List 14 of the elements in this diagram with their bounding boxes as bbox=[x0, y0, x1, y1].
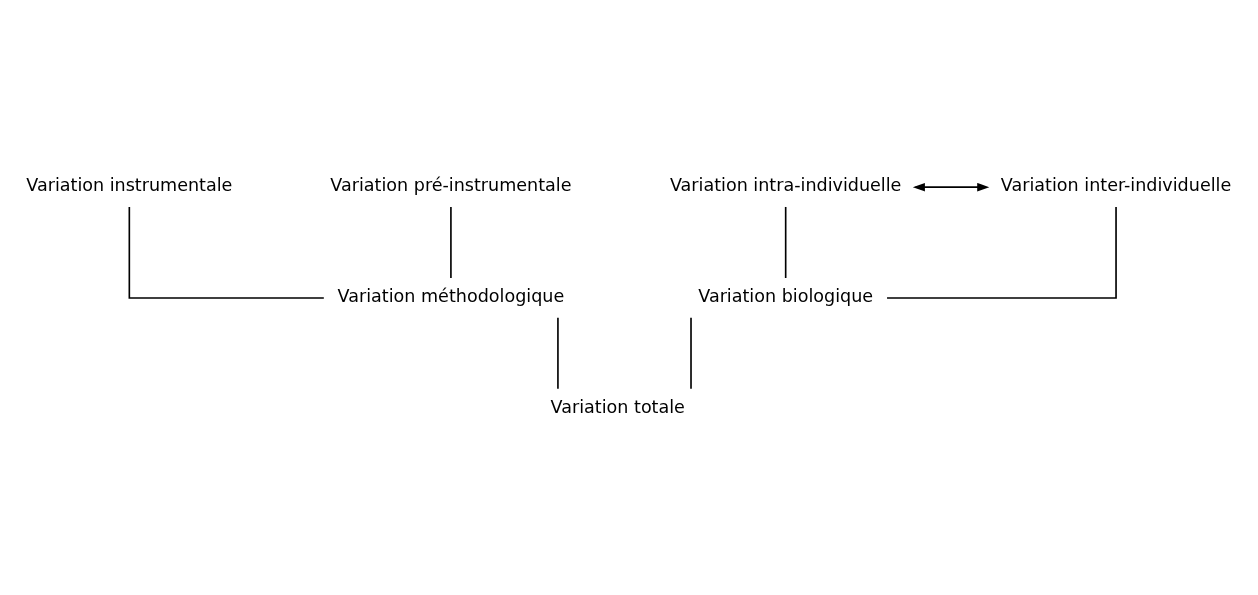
node-text: Variation intra-individuelle bbox=[669, 174, 902, 195]
arrow bbox=[912, 182, 990, 191]
connector bbox=[557, 316, 559, 390]
node-text: Variation inter-individuelle bbox=[1000, 174, 1232, 195]
connector bbox=[128, 205, 325, 299]
connector bbox=[450, 205, 452, 279]
connector bbox=[690, 316, 692, 390]
node-text: Variation biologique bbox=[698, 285, 874, 306]
connector bbox=[784, 205, 787, 279]
connector bbox=[886, 205, 1117, 299]
node-text: Variation totale bbox=[550, 396, 685, 417]
node-text: Variation instrumentale bbox=[26, 174, 233, 195]
node-text: Variation pré-instrumentale bbox=[330, 174, 572, 195]
node-text: Variation méthodologique bbox=[337, 285, 565, 306]
